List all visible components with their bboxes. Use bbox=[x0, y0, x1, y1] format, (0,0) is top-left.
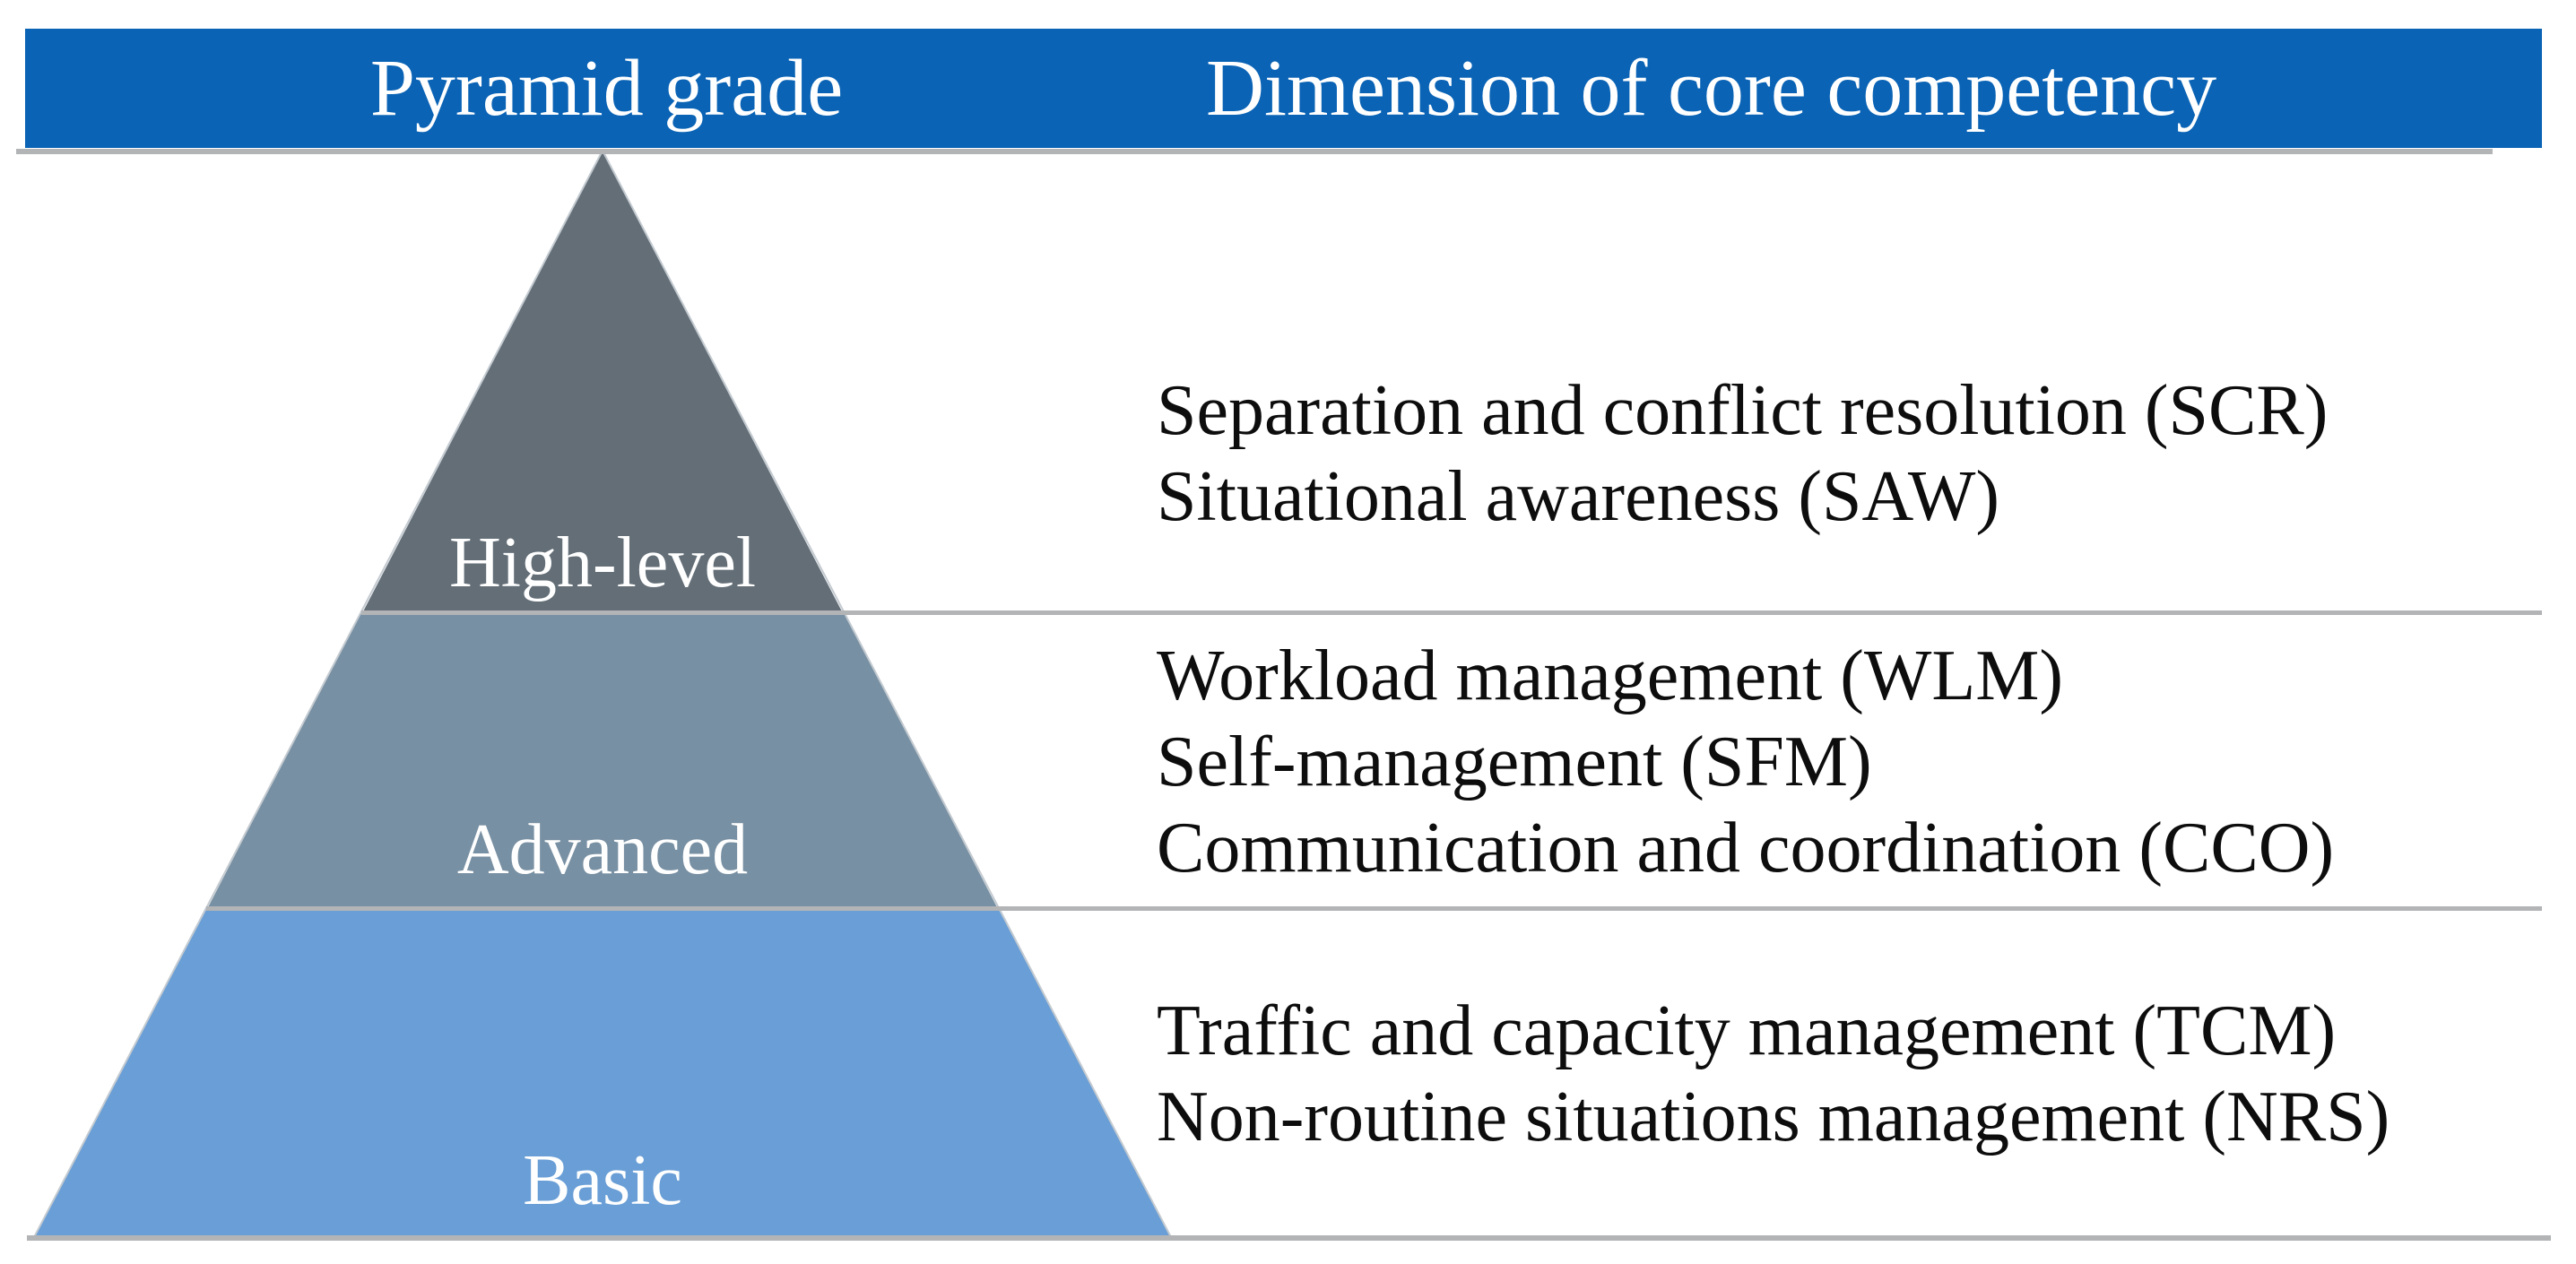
label-basic: Basic bbox=[523, 1141, 682, 1220]
label-advanced: Advanced bbox=[456, 810, 749, 889]
divider-baseline bbox=[27, 1235, 2551, 1241]
pyramid-level-high bbox=[361, 151, 844, 615]
competency-item-scr: Separation and conflict resolution (SCR) bbox=[1157, 371, 2329, 450]
competency-group-advanced: Workload management (WLM) Self-managemen… bbox=[1157, 633, 2334, 891]
competency-item-sfm: Self-management (SFM) bbox=[1157, 723, 1872, 801]
competency-item-saw: Situational awareness (SAW) bbox=[1157, 457, 1999, 536]
pyramid-right-edge bbox=[602, 150, 1173, 1240]
pyramid-level-basic bbox=[33, 906, 1172, 1239]
competency-item-cco: Communication and coordination (CCO) bbox=[1157, 809, 2335, 887]
competency-item-wlm: Workload management (WLM) bbox=[1157, 636, 2063, 715]
pyramid-level-advanced bbox=[206, 610, 999, 911]
label-high-level: High-level bbox=[448, 524, 757, 602]
divider-high-advanced bbox=[361, 610, 2542, 615]
pyramid-left-edge bbox=[32, 150, 603, 1240]
competency-item-tcm: Traffic and capacity management (TCM) bbox=[1157, 991, 2337, 1070]
table-header-bar: Pyramid grade Dimension of core competen… bbox=[25, 29, 2542, 148]
competency-group-high: Separation and conflict resolution (SCR)… bbox=[1157, 368, 2328, 540]
competency-item-nrs: Non-routine situations management (NRS) bbox=[1157, 1078, 2390, 1156]
divider-under-header bbox=[16, 149, 2493, 154]
header-pyramid-grade: Pyramid grade bbox=[369, 44, 844, 133]
competency-group-basic: Traffic and capacity management (TCM) No… bbox=[1157, 988, 2390, 1160]
header-dimension-of-core-competency: Dimension of core competency bbox=[1206, 44, 2217, 133]
divider-advanced-basic bbox=[206, 906, 2542, 911]
